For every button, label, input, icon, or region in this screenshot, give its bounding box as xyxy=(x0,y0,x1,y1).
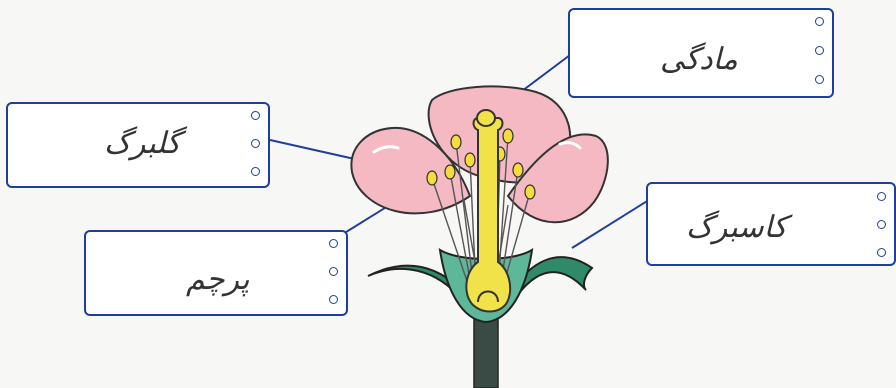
petal-right xyxy=(506,133,609,224)
hole-icon xyxy=(329,295,338,304)
stamen-label: پرچم xyxy=(186,262,250,297)
binder-holes xyxy=(248,104,260,186)
sepal-label-box[interactable]: کاسبرگ xyxy=(646,182,896,266)
hole-icon xyxy=(877,248,886,257)
binder-holes xyxy=(326,232,338,314)
pistil-label: مادگی xyxy=(660,42,738,77)
hole-icon xyxy=(329,239,338,248)
pistil xyxy=(465,117,512,313)
hole-icon xyxy=(251,167,260,176)
sepal-right xyxy=(504,256,594,301)
hole-icon xyxy=(877,192,886,201)
petal-label: گلبرگ xyxy=(104,126,181,161)
stem xyxy=(473,317,499,388)
hole-icon xyxy=(815,46,824,55)
pistil-stigma xyxy=(476,109,496,127)
petal-highlight xyxy=(558,141,582,150)
hole-icon xyxy=(815,17,824,26)
hole-icon xyxy=(251,111,260,120)
hole-icon xyxy=(329,267,338,276)
petal-highlight xyxy=(372,145,400,154)
petal-label-box[interactable]: گلبرگ xyxy=(6,102,270,188)
sepal-connector-line xyxy=(571,197,653,249)
binder-holes xyxy=(874,184,886,264)
pistil-label-box[interactable]: مادگی xyxy=(568,8,834,98)
hole-icon xyxy=(815,75,824,84)
binder-holes xyxy=(812,10,824,96)
sepal-label: کاسبرگ xyxy=(686,210,788,245)
hole-icon xyxy=(251,139,260,148)
stamen-label-box[interactable]: پرچم xyxy=(84,230,348,316)
ovule xyxy=(477,290,499,303)
hole-icon xyxy=(877,220,886,229)
